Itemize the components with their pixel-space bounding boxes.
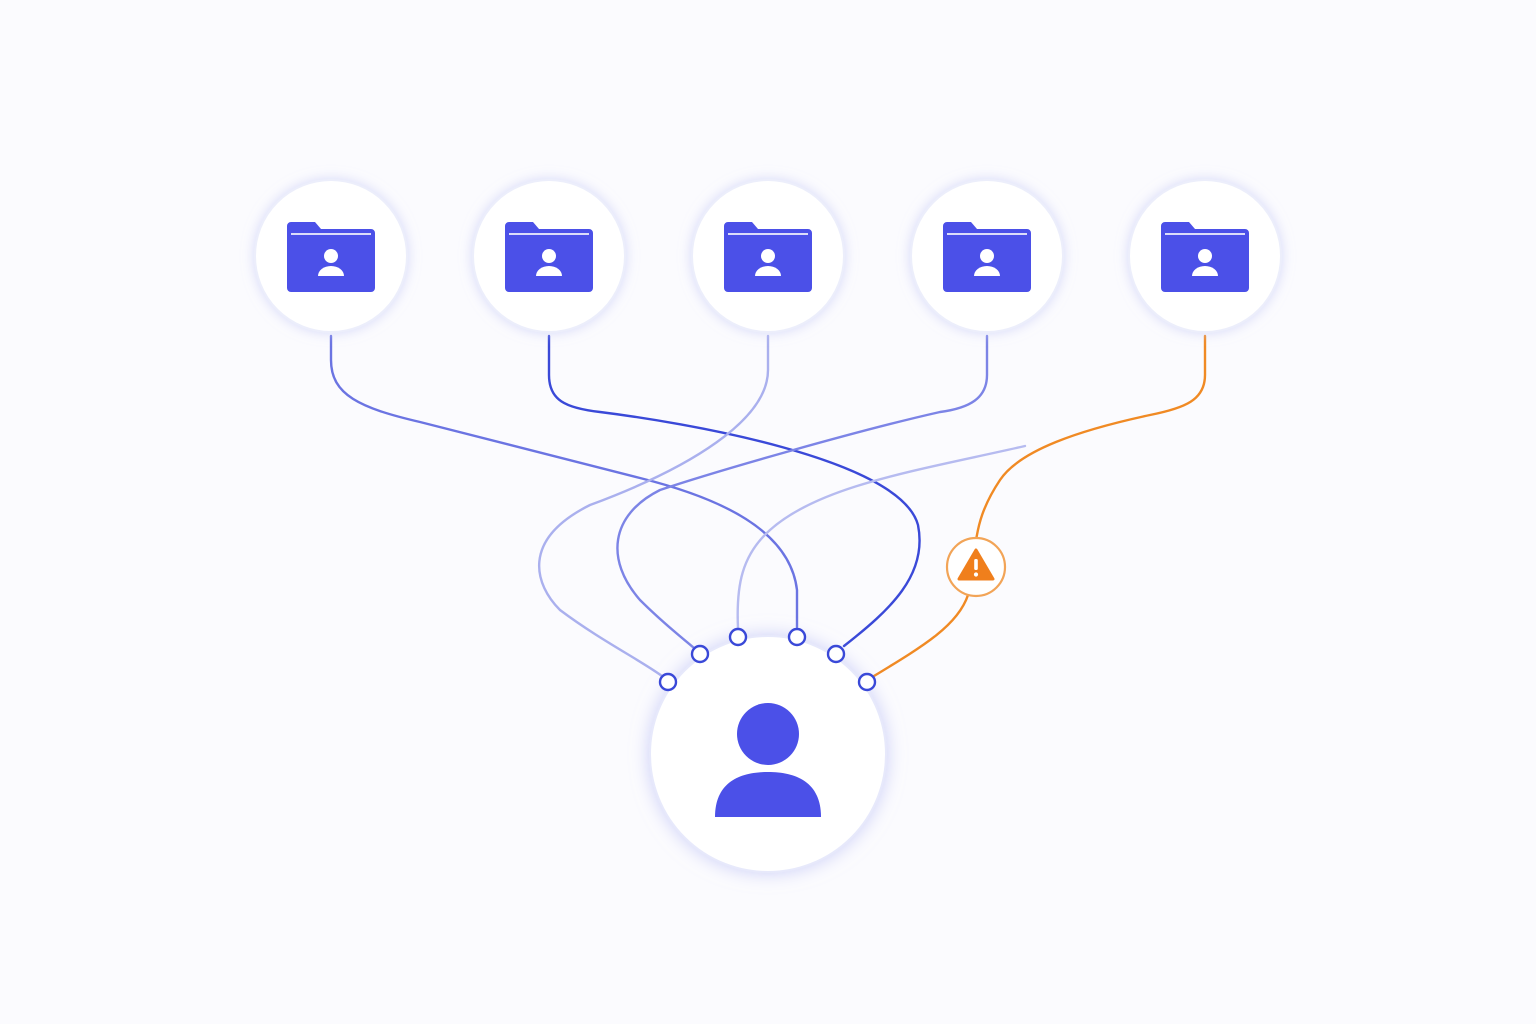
link-folder-5-warning (974, 334, 1207, 542)
link-folder-5-warning-lower (872, 593, 970, 678)
connection-lines (329, 334, 1207, 678)
warning-triangle-icon (957, 548, 995, 581)
folder-node-3[interactable] (691, 179, 845, 333)
connection-ports (658, 627, 877, 692)
user-folder-icon (943, 222, 1031, 292)
folder-nodes (254, 179, 1282, 333)
user-folder-icon (505, 222, 593, 292)
user-folder-icon (724, 222, 812, 292)
link-folder-1 (329, 334, 799, 629)
port-2[interactable] (690, 644, 710, 664)
port-1[interactable] (658, 672, 678, 692)
user-folder-icon (287, 222, 375, 292)
link-folder-4 (616, 334, 989, 650)
disconnected-line (736, 444, 1027, 630)
user-folder-icon (1161, 222, 1249, 292)
user-icon (715, 703, 821, 817)
port-3[interactable] (728, 627, 748, 647)
folder-node-1[interactable] (254, 179, 408, 333)
link-folder-3 (537, 334, 770, 678)
link-folder-2 (547, 334, 921, 648)
user-node[interactable] (649, 635, 887, 873)
warning-badge[interactable] (945, 536, 1007, 598)
folder-node-5[interactable] (1128, 179, 1282, 333)
folder-node-4[interactable] (910, 179, 1064, 333)
port-5[interactable] (826, 644, 846, 664)
folder-node-2[interactable] (472, 179, 626, 333)
port-6[interactable] (857, 672, 877, 692)
port-4[interactable] (787, 627, 807, 647)
